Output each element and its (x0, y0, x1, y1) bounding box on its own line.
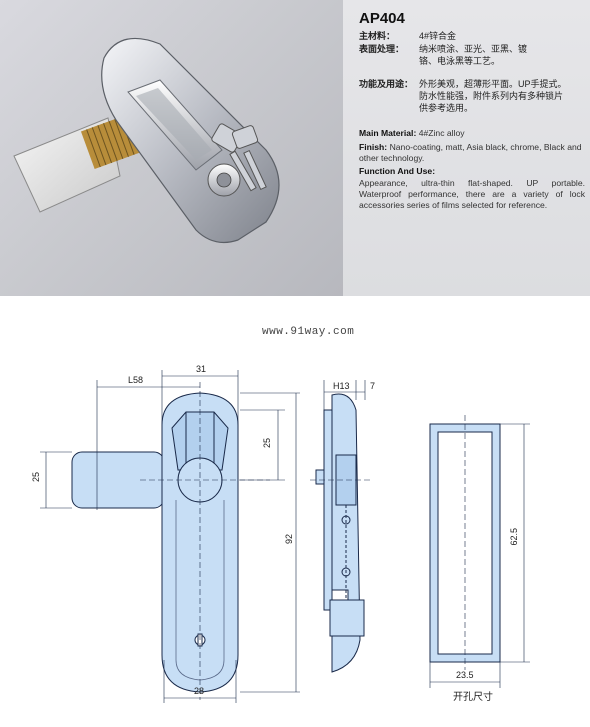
dim-23-5: 23.5 (456, 670, 474, 680)
en-function-value: Appearance, ultra-thin flat-shaped. UP p… (359, 178, 585, 210)
dim-28: 28 (194, 686, 205, 696)
dim-h13: H13 (333, 381, 350, 391)
cn-function-label: 功能及用途： (359, 79, 414, 89)
cutout-size-caption: 开孔尺寸 (453, 692, 493, 703)
dim-l58: L58 (128, 375, 144, 385)
cn-material-value: 4#锌合金 (419, 31, 457, 41)
cn-material-label: 主材料： (359, 31, 396, 41)
spec-panel: AP404 主材料： 4#锌合金 表面处理： 纳米喷涂、亚光、亚黑、镀铬、电泳黑等工… (343, 0, 590, 296)
cn-finish-label: 表面处理： (359, 44, 405, 54)
en-material-value: 4#Zinc alloy (418, 128, 465, 138)
dim-7: 7 (370, 381, 376, 391)
en-finish-label: Finish: (359, 142, 388, 152)
model-number: AP404 (359, 10, 405, 27)
dim-62-5: 62.5 (509, 528, 519, 546)
en-material-row: Main Material: 4#Zinc alloy (359, 128, 585, 139)
en-function-label: Function And Use: (359, 166, 436, 176)
dim-25-left: 25 (31, 472, 41, 483)
dim-25-top: 25 (262, 438, 272, 449)
cn-finish-row: 表面处理： 纳米喷涂、亚光、亚黑、镀铬、电泳黑等工艺。 (359, 43, 537, 67)
lock-photo-illustration (13, 37, 280, 243)
product-photo (0, 0, 343, 296)
technical-drawing (40, 370, 530, 703)
cn-material-row: 主材料： 4#锌合金 (359, 30, 584, 42)
cn-function-value: 外形美观，超薄形平面。UP手提式。防水性能强，附件系列内有多种锁片供参考选用。 (419, 79, 567, 113)
cn-function-row: 功能及用途： 外形美观，超薄形平面。UP手提式。防水性能强，附件系列内有多种锁片供… (359, 78, 569, 114)
en-finish-row: Finish: Nano-coating, matt, Asia black, … (359, 142, 585, 164)
cn-finish-value: 纳米喷涂、亚光、亚黑、镀铬、电泳黑等工艺。 (419, 44, 528, 66)
dim-92: 92 (284, 534, 294, 545)
watermark-url: www.91way.com (262, 326, 355, 338)
en-material-label: Main Material: (359, 128, 417, 138)
en-finish-value: Nano-coating, matt, Asia black, chrome, … (359, 142, 582, 163)
dim-31: 31 (196, 364, 207, 374)
